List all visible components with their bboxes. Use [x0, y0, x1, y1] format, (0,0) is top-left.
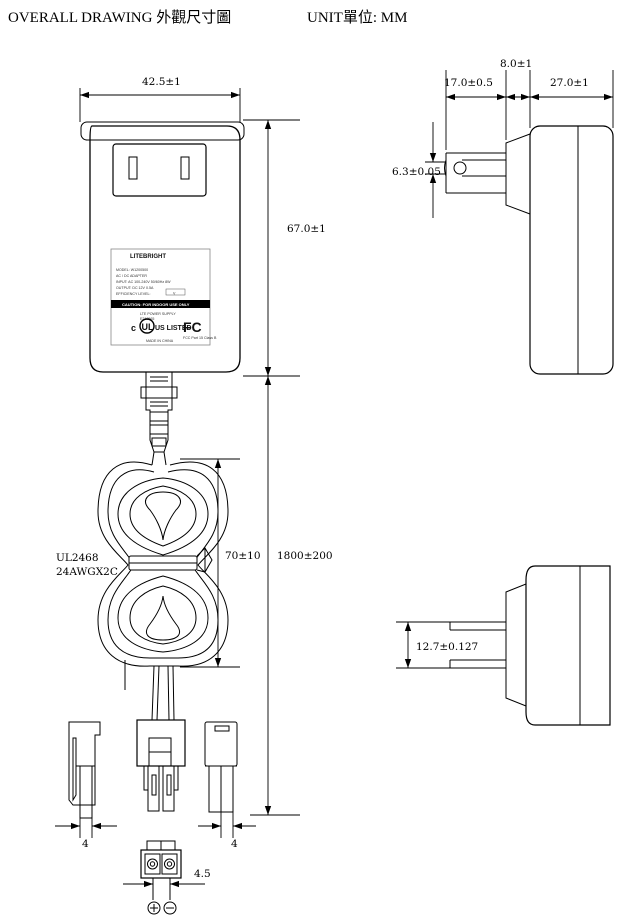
prong-hole — [453, 161, 467, 175]
positive-pin-symbol — [147, 901, 161, 915]
label-fcc-note: FCC Part 15 Class B — [183, 336, 217, 340]
dim-prong-spacing: 12.7±0.127 — [416, 641, 478, 653]
rating-label — [110, 248, 211, 346]
dim-depth-body: 27.0±1 — [550, 77, 589, 89]
coiled-cable — [97, 461, 229, 667]
dim-pin-pitch: 4.5 — [194, 868, 211, 880]
rating-label-text: LITEBRIGHT MODEL: W1200500 AC / DC ADAPT… — [116, 254, 217, 343]
dim-prong-length: 17.0±0.5 — [444, 77, 493, 89]
adapter-side-view-prongs — [449, 565, 611, 726]
outlet-receptacle — [112, 143, 207, 197]
polarity-minus: − — [167, 918, 168, 919]
connector-front-view — [136, 719, 186, 812]
ul-logo — [139, 318, 155, 334]
dim-gap-top: 8.0±1 — [500, 58, 532, 70]
dim-coil-length: 70±10 — [225, 550, 261, 562]
label-c-mark: c — [131, 323, 136, 333]
cable-spec: UL2468 24AWGX2C — [56, 552, 118, 578]
adapter-side-view — [444, 125, 614, 375]
label-made-in: MADE IN CHINA — [146, 339, 174, 343]
label-caution: CAUTION: FOR INDOOR USE ONLY — [122, 302, 190, 307]
label-efficiency: EFFICIENCY LEVEL: — [116, 292, 151, 296]
label-listed-line1: LTE POWER SUPPLY — [140, 312, 176, 316]
label-output: OUTPUT: DC 12V 0.5A — [116, 286, 154, 290]
label-us-listed: US LISTED — [155, 325, 192, 332]
dim-conn-left-width: 4 — [82, 838, 89, 850]
cable-spec-line2: 24AWGX2C — [56, 566, 118, 578]
dimension-values: 42.5±1 67.0±1 1800±200 70±10 8.0±1 17.0±… — [82, 58, 589, 880]
label-fc-mark: FC — [183, 319, 202, 335]
negative-pin-symbol — [163, 901, 177, 915]
cable-strain-relief — [140, 371, 178, 466]
connector-pin-end-view — [140, 840, 182, 915]
dim-height-body: 67.0±1 — [287, 223, 326, 235]
label-ul-mark: UL — [142, 322, 154, 332]
dim-width-front: 42.5±1 — [142, 76, 181, 88]
adapter-front-body — [80, 121, 245, 373]
label-efficiency-mark: V — [173, 292, 176, 296]
label-type: AC / DC ADAPTER — [116, 274, 147, 278]
cable-spec-line1: UL2468 — [56, 552, 99, 564]
connector-side-view — [68, 721, 101, 819]
dimension-lines — [55, 70, 614, 888]
dim-cable-length: 1800±200 — [277, 550, 333, 562]
connector-rear-view — [204, 721, 238, 813]
polarity-plus: + — [151, 918, 152, 919]
output-wires — [124, 660, 175, 721]
dim-conn-right-width: 4 — [231, 838, 238, 850]
dim-prong-diameter: 6.3±0.05 — [392, 166, 441, 178]
label-model: MODEL: W1200500 — [116, 268, 148, 272]
label-brand: LITEBRIGHT — [130, 254, 166, 260]
drawing-title: OVERALL DRAWING 外觀尺寸圖 — [8, 10, 232, 26]
unit-label: UNIT單位: MM — [307, 10, 408, 26]
label-input: INPUT: AC 100-240V 50/60Hz 8W — [116, 280, 171, 284]
